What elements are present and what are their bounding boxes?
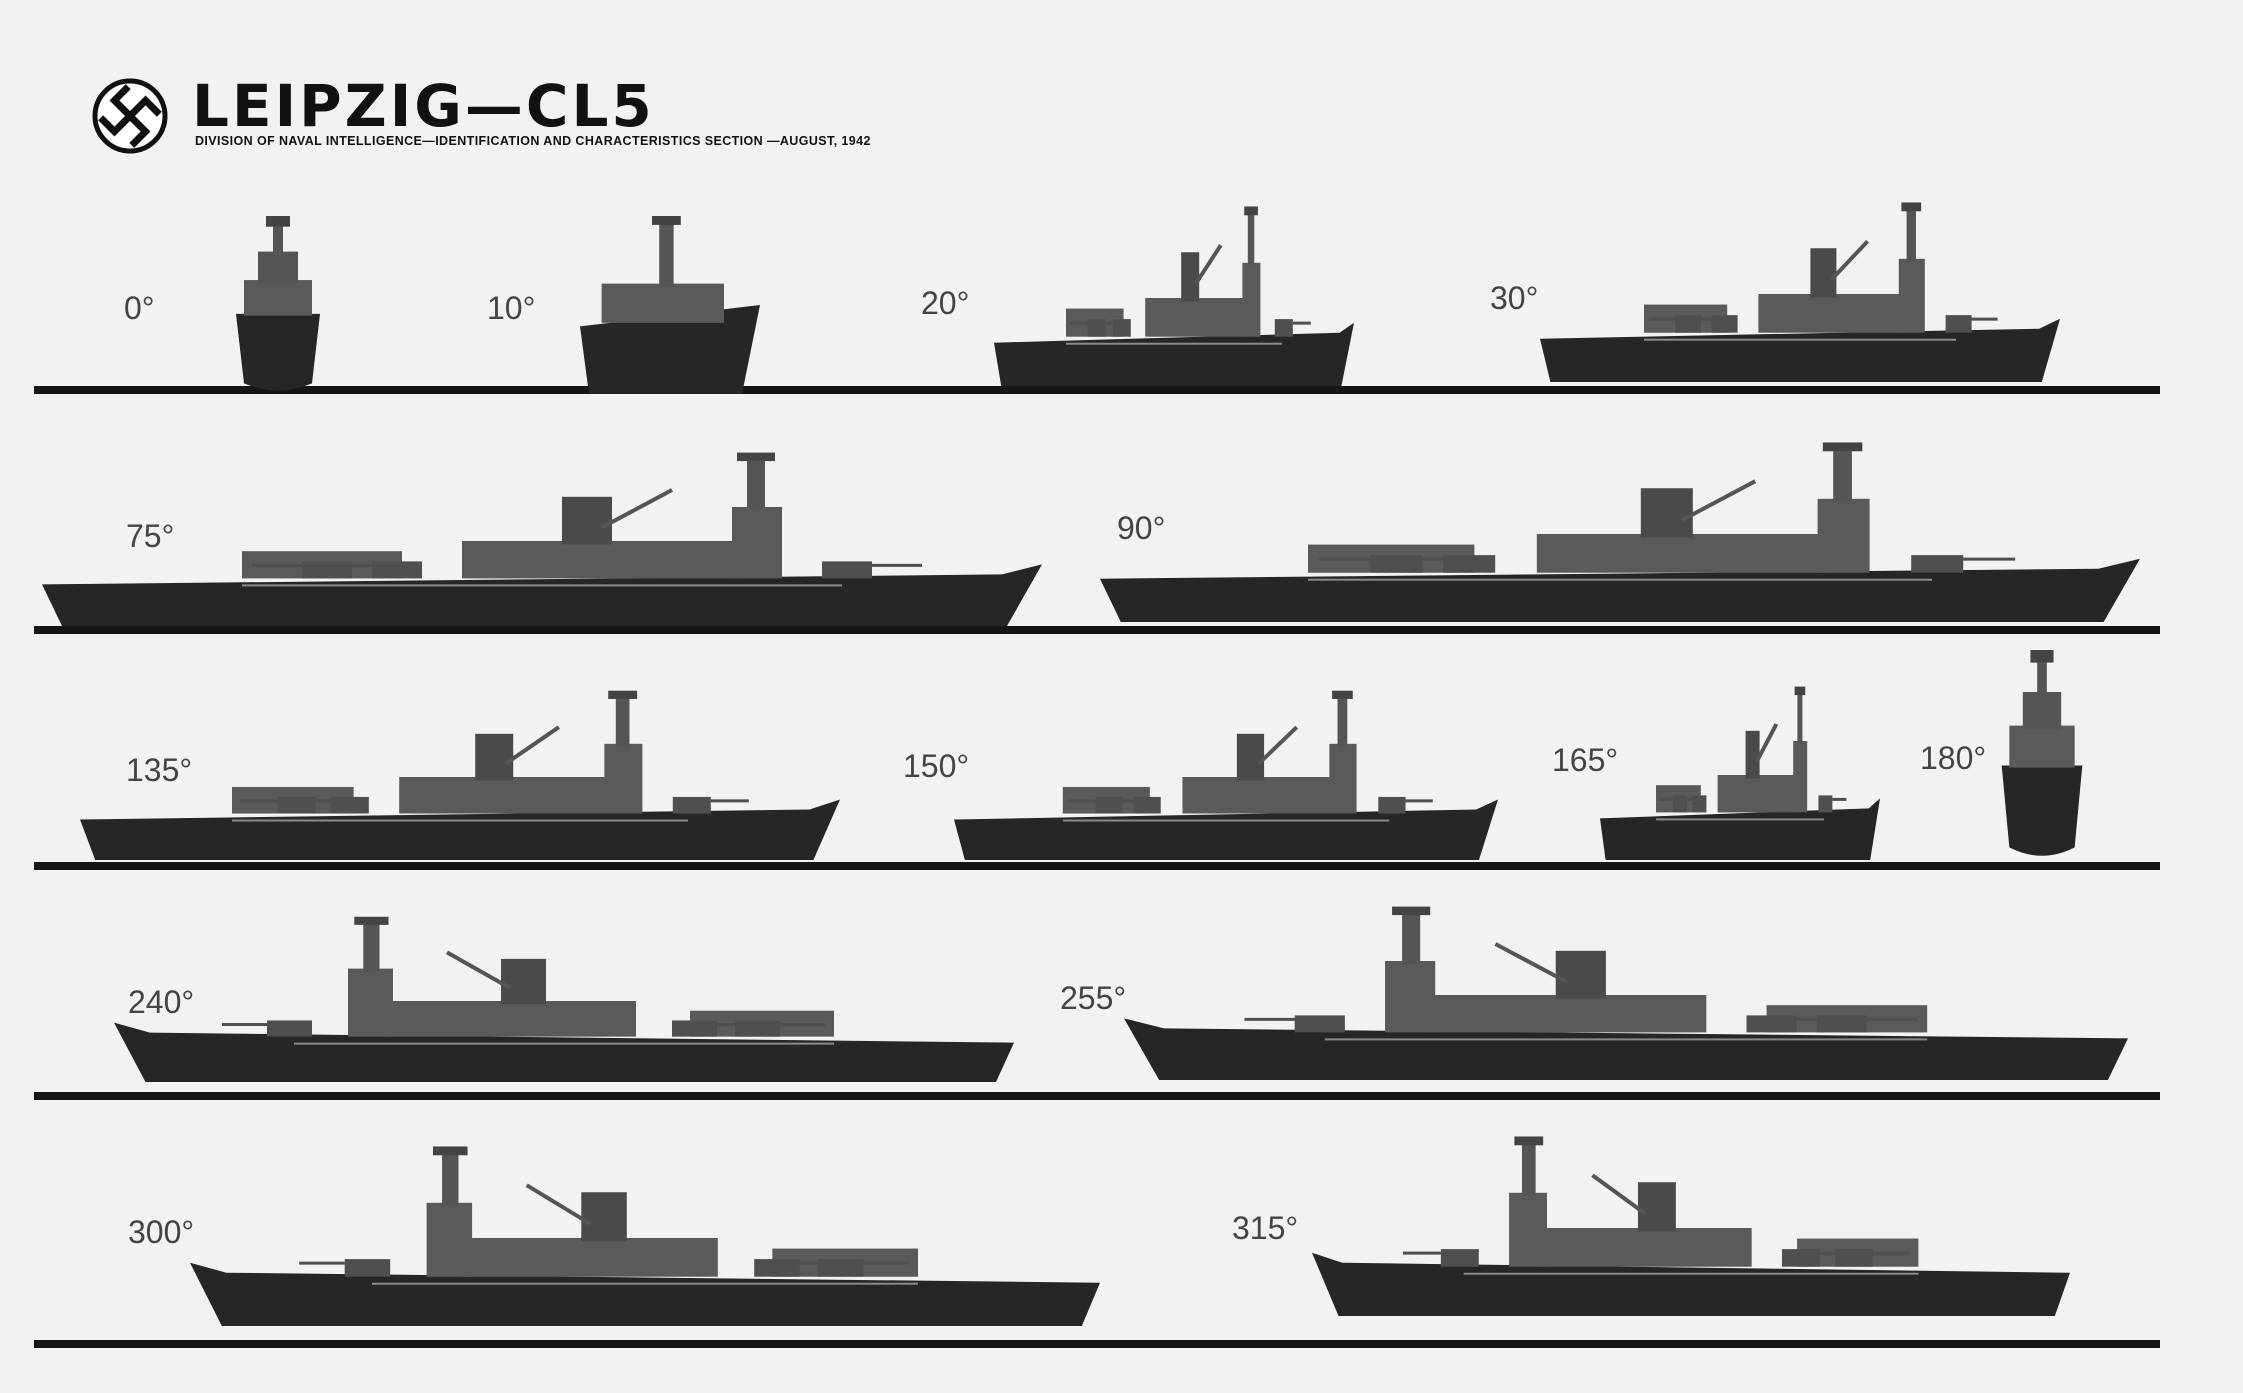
- ship-silhouette-150: [954, 690, 1498, 860]
- ship-silhouette-135: [80, 690, 840, 860]
- angle-label-10: 10°: [487, 290, 536, 326]
- ship-silhouette-30: [1540, 202, 2060, 382]
- ship-silhouette-165: [1600, 686, 1880, 860]
- angle-label-20: 20°: [921, 285, 970, 321]
- ship-silhouette-0: [228, 216, 328, 394]
- angle-label-150: 150°: [903, 748, 970, 784]
- row-divider-4: [34, 1092, 2160, 1100]
- ship-silhouette-315: [1312, 1136, 2070, 1316]
- ship-silhouette-180: [1994, 650, 2090, 860]
- ship-silhouette-240: [114, 916, 1014, 1082]
- ship-silhouette-20: [994, 206, 1354, 386]
- ship-silhouette-255: [1124, 906, 2128, 1080]
- angle-label-300: 300°: [128, 1214, 195, 1250]
- angle-label-0: 0°: [124, 290, 155, 326]
- row-divider-3: [34, 862, 2160, 870]
- ship-silhouette-90: [1100, 442, 2140, 622]
- angle-label-240: 240°: [128, 984, 195, 1020]
- angle-label-180: 180°: [1920, 740, 1987, 776]
- angle-label-75: 75°: [126, 518, 175, 554]
- angle-label-30: 30°: [1490, 280, 1539, 316]
- sheet-subtitle: DIVISION OF NAVAL INTELLIGENCE—IDENTIFIC…: [195, 134, 871, 148]
- ship-silhouette-75: [42, 452, 1042, 626]
- row-divider-5: [34, 1340, 2160, 1348]
- row-divider-2: [34, 626, 2160, 634]
- swastika-emblem: [92, 78, 168, 154]
- angle-label-90: 90°: [1117, 510, 1166, 546]
- angle-label-255: 255°: [1060, 980, 1127, 1016]
- ship-silhouette-10: [580, 216, 760, 394]
- row-divider-1: [34, 386, 2160, 394]
- angle-label-135: 135°: [126, 752, 193, 788]
- ship-silhouette-300: [190, 1146, 1100, 1326]
- angle-label-165: 165°: [1552, 742, 1619, 778]
- sheet-title: LEIPZIG—CL5: [192, 72, 655, 140]
- angle-label-315: 315°: [1232, 1210, 1299, 1246]
